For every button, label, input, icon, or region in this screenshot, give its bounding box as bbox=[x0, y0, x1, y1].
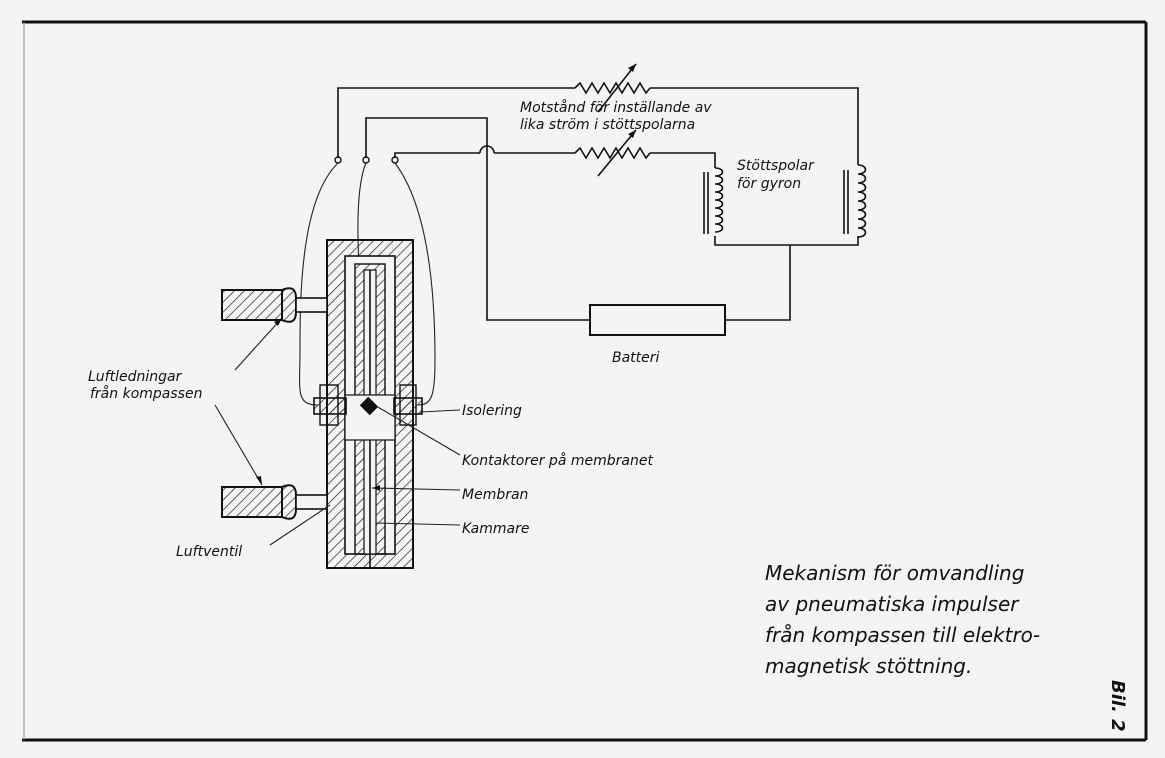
caption-line1: Mekanism för omvandling bbox=[765, 561, 1024, 585]
battery-label: Batteri bbox=[612, 350, 660, 366]
page-marker: Bil. 2 bbox=[1107, 680, 1128, 732]
coils-label-line2: för gyron bbox=[737, 176, 801, 192]
coils-label-line1: Stöttspolar bbox=[737, 158, 815, 174]
caption-line4: magnetisk stöttning. bbox=[765, 654, 972, 678]
insulators bbox=[313, 384, 423, 426]
circuit-wires bbox=[337, 87, 859, 321]
membrane-label: Membran bbox=[462, 487, 528, 503]
caption-line3: från kompassen till elektro- bbox=[765, 623, 1040, 647]
resistor-label-line2: lika ström i stöttspolarna bbox=[520, 117, 695, 133]
air-valve-label: Luftventil bbox=[176, 544, 242, 560]
caption-line2: av pneumatiska impulser bbox=[765, 592, 1020, 616]
air-pipe-lower bbox=[221, 484, 328, 520]
leader-lines bbox=[214, 317, 461, 546]
insulation-label: Isolering bbox=[462, 403, 522, 419]
resistor-label-line1: Motstånd för inställande av bbox=[520, 99, 712, 116]
page-frame bbox=[22, 20, 1148, 742]
support-coil-right bbox=[843, 164, 867, 238]
contactors-label: Kontaktorer på membranet bbox=[462, 452, 653, 469]
variable-resistor-bottom bbox=[574, 129, 651, 177]
variable-resistor-top bbox=[574, 63, 651, 113]
air-lines-label-line1: Luftledningar bbox=[88, 369, 183, 385]
pneumatic-chamber-body bbox=[326, 239, 414, 569]
battery bbox=[589, 304, 726, 336]
support-coil-left bbox=[703, 167, 724, 234]
chamber-label: Kammare bbox=[462, 521, 529, 537]
air-pipe-upper bbox=[221, 287, 328, 323]
caption: Mekanism för omvandling av pneumatiska i… bbox=[765, 561, 1040, 678]
air-lines-label-line2: från kompassen bbox=[90, 385, 202, 402]
